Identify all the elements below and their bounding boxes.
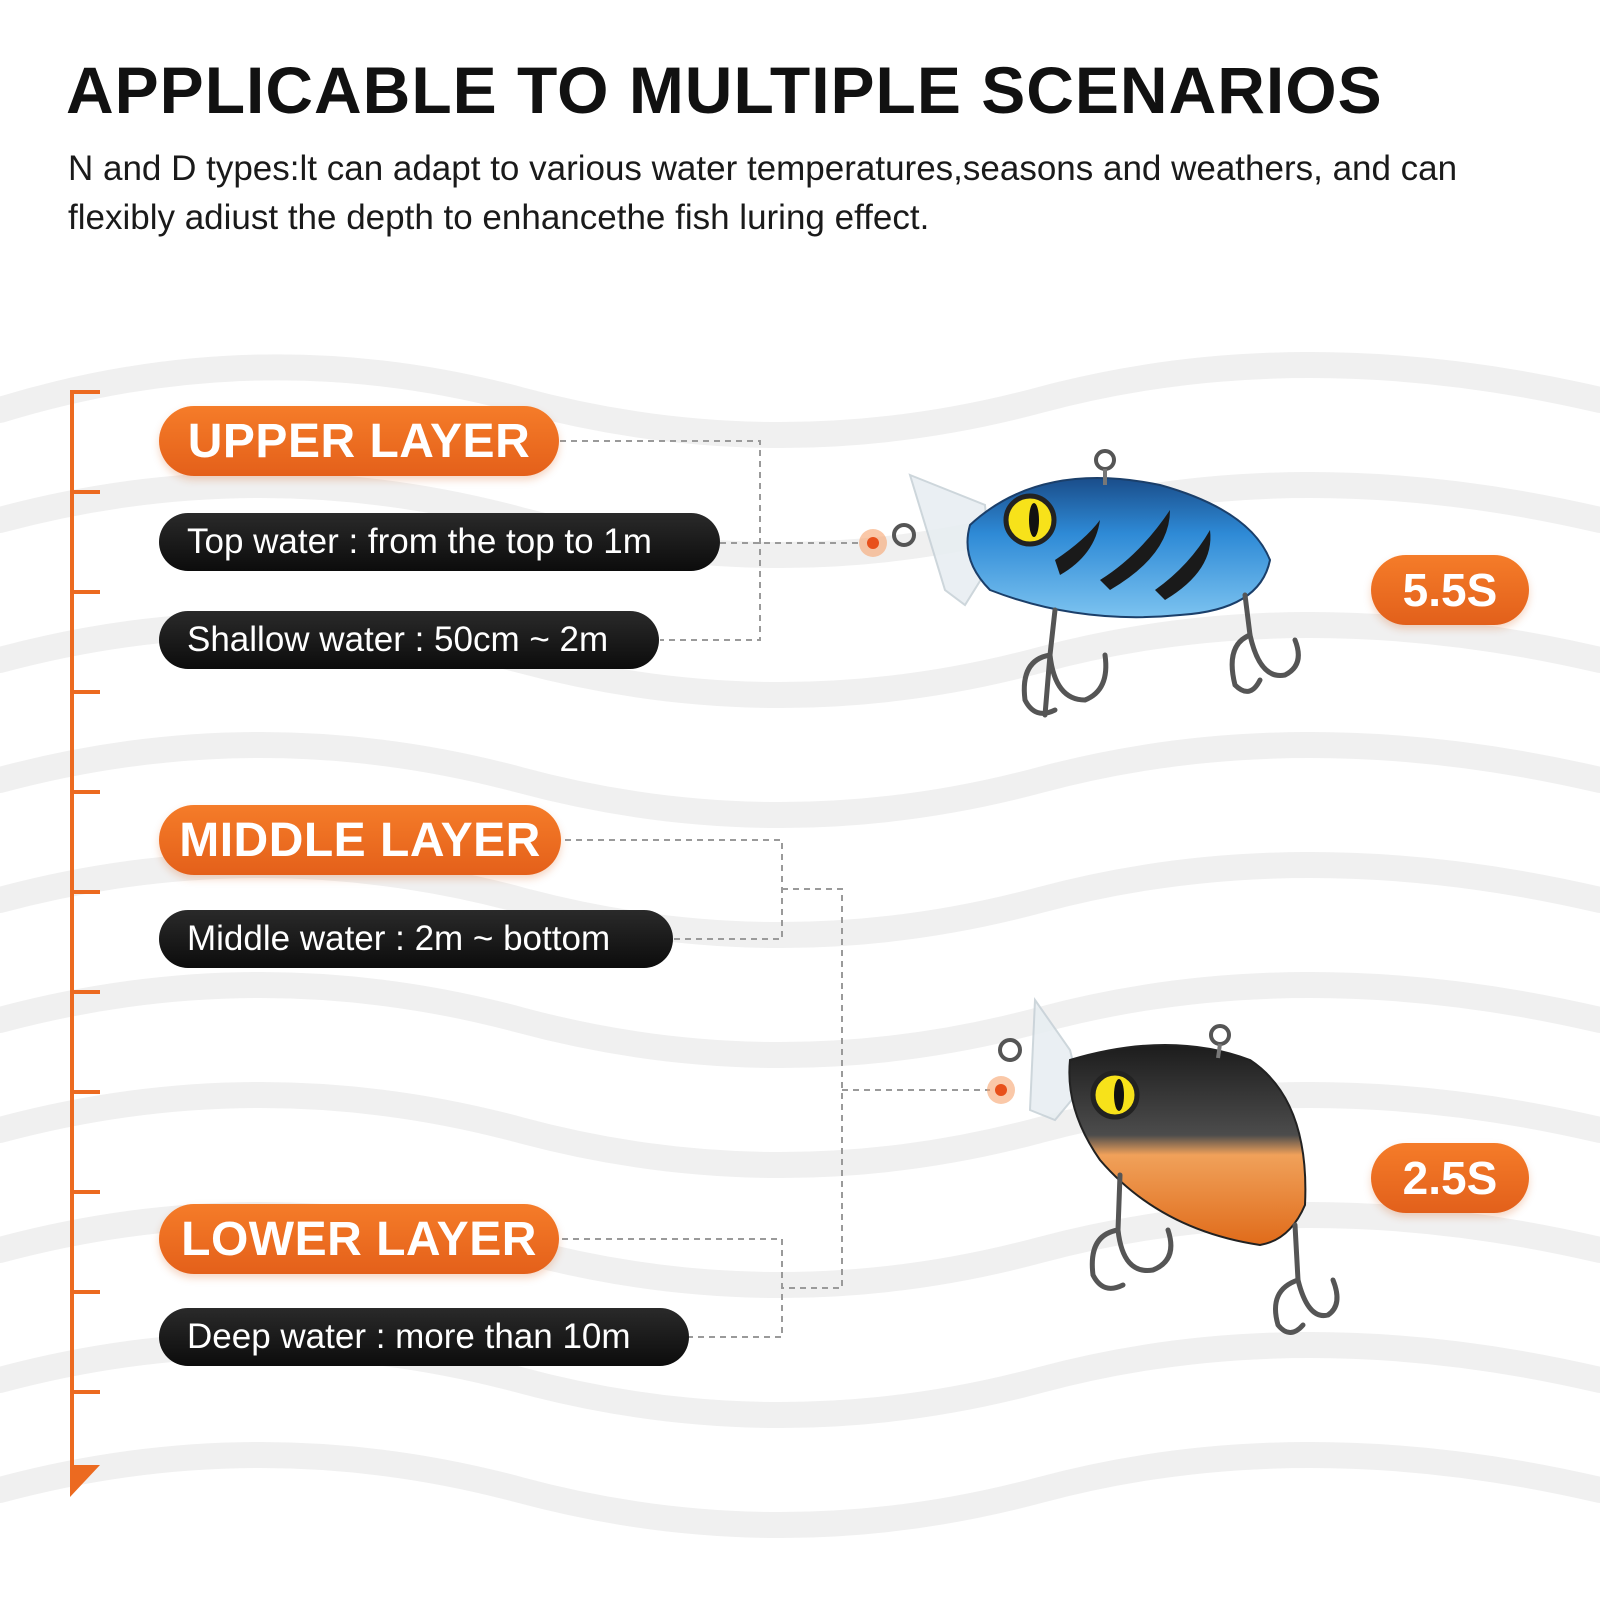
top-water-pill: Top water : from the top to 1m — [159, 513, 720, 571]
blue-crankbait-lure-icon — [892, 449, 1301, 718]
black-orange-crankbait-lure-icon — [998, 997, 1340, 1335]
speed-badge-upper: 5.5S — [1371, 555, 1529, 625]
deep-water-pill: Deep water : more than 10m — [159, 1308, 689, 1366]
middle-layer-pill: MIDDLE LAYER — [159, 805, 561, 875]
speed-badge-lower: 2.5S — [1371, 1143, 1529, 1213]
upper-layer-pill: UPPER LAYER — [159, 406, 559, 476]
page-subtitle: N and D types:lt can adapt to various wa… — [68, 149, 1458, 237]
page-title: APPLICABLE TO MULTIPLE SCENARIOS — [66, 53, 1383, 127]
lower-layer-pill: LOWER LAYER — [159, 1204, 559, 1274]
middle-water-pill: Middle water : 2m ~ bottom — [159, 910, 673, 968]
shallow-water-pill: Shallow water : 50cm ~ 2m — [159, 611, 659, 669]
